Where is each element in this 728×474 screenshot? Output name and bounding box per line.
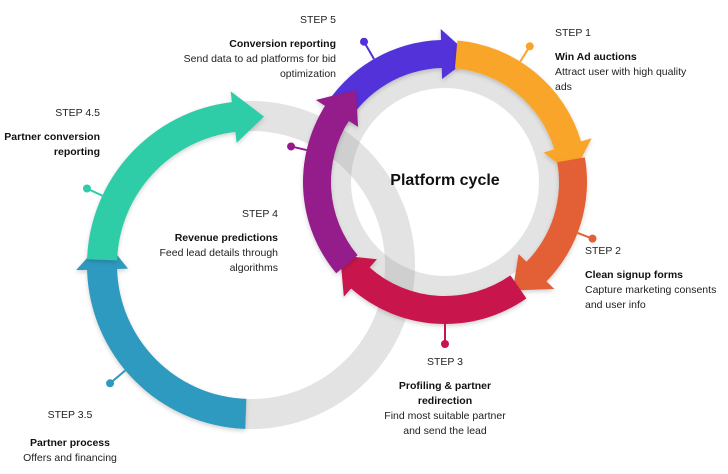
step-description: Send data to ad platforms for bid optimi… [183, 53, 336, 80]
step-3-5-arrow [76, 239, 247, 429]
step-3-arrow [340, 255, 527, 324]
step-4-5-label: STEP 4.5 Partner conversion reporting [2, 106, 100, 160]
center-title: Platform cycle [390, 172, 500, 189]
step-description: Attract user with high quality ads [555, 66, 687, 93]
step-number: STEP 5 [300, 14, 336, 26]
step-description: Find most suitable partner and send the … [384, 410, 506, 437]
step-title: Partner process [30, 437, 110, 449]
step-2-label: STEP 2 Clean signup forms Capture market… [585, 244, 728, 313]
step-1-label: STEP 1 Win Ad auctions Attract user with… [555, 26, 725, 95]
step-4-5-arrow [87, 91, 264, 261]
step-5-arrow [322, 29, 472, 125]
step-4-5-pin-dot [82, 184, 91, 193]
step-4-pin-dot [287, 142, 296, 151]
step-title: Clean signup forms [585, 269, 684, 281]
step-3-5-pin-dot [106, 379, 115, 388]
step-number: STEP 4 [242, 208, 278, 220]
step-number: STEP 4.5 [55, 107, 100, 119]
step-description: Capture marketing consents and user info [585, 284, 717, 311]
step-title: Partner conversion reporting [4, 131, 100, 158]
step-number: STEP 1 [555, 27, 591, 39]
step-1-arrow [454, 40, 592, 176]
step-number: STEP 2 [585, 245, 621, 257]
platform-cycle-track [331, 68, 559, 296]
step-5-pin-dot [360, 37, 368, 46]
step-3-label: STEP 3 Profiling & partner redirection F… [375, 355, 515, 439]
step-number: STEP 3.5 [47, 409, 93, 421]
step-3-5-label: STEP 3.5 Partner process Offers and fina… [10, 408, 130, 466]
step-number: STEP 3 [427, 356, 463, 368]
step-5-label: STEP 5 Conversion reporting Send data to… [180, 13, 336, 82]
step-title: Win Ad auctions [555, 51, 637, 63]
step-title: Profiling & partner redirection [398, 380, 492, 407]
step-description: Feed lead details through algorithms [159, 247, 279, 274]
step-2-arrow [512, 157, 587, 291]
step-2-pin-dot [588, 234, 597, 243]
step-3-pin-dot [441, 340, 449, 348]
step-title: Conversion reporting [229, 38, 336, 50]
step-1-pin-dot [525, 42, 534, 51]
step-4-label: STEP 4 Revenue predictions Feed lead det… [150, 207, 279, 276]
step-4-arrow [303, 89, 359, 274]
step-description: Offers and financing [23, 452, 117, 464]
step-title: Revenue predictions [174, 232, 278, 244]
